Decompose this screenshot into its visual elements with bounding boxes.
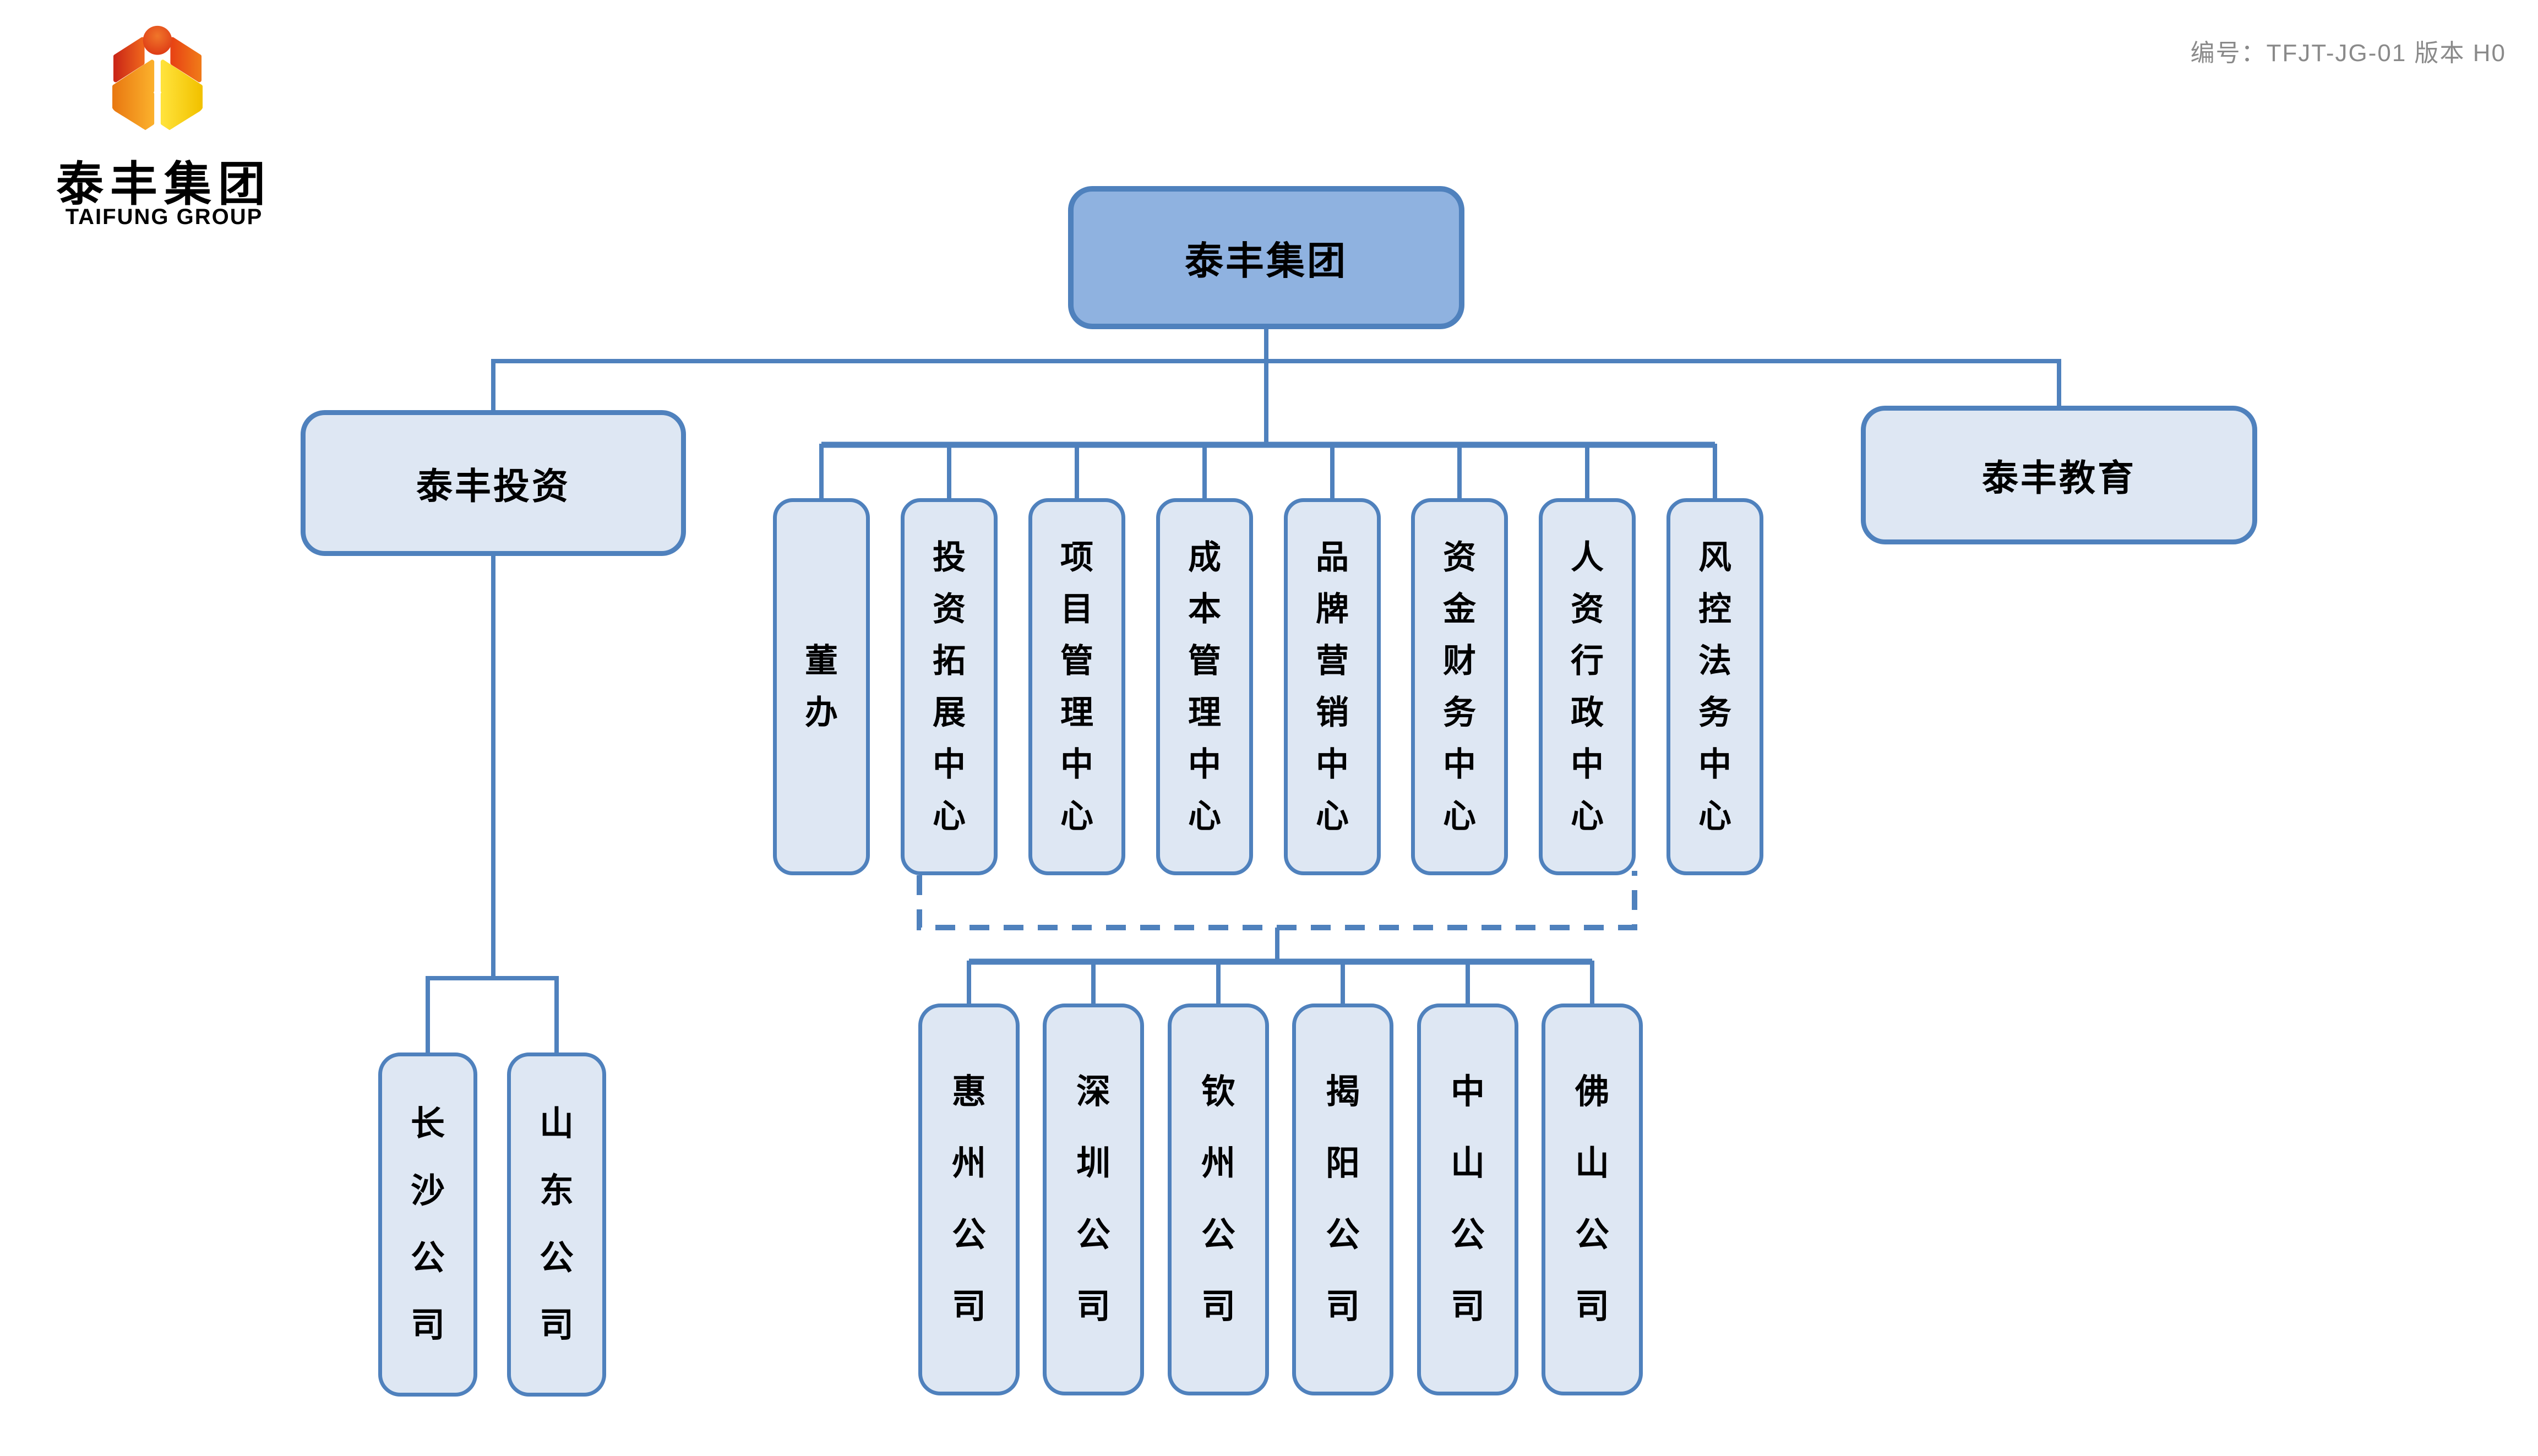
dept-node: 资金财务中心: [1411, 498, 1508, 875]
node-label: 成本管理中心: [1188, 538, 1221, 835]
dept-node: 董办: [773, 498, 870, 875]
node-label: 泰丰投资: [416, 465, 570, 506]
invest-children-rail-line: [426, 976, 559, 1053]
dept-node: 投资拓展中心: [901, 498, 998, 875]
logo-name-cn: 泰丰集团: [56, 158, 272, 211]
company-node: 深圳公司: [1043, 1004, 1144, 1395]
company-node: 揭阳公司: [1292, 1004, 1393, 1395]
branch-node-invest: 泰丰投资: [301, 410, 686, 556]
dept-node: 人资行政中心: [1539, 498, 1636, 875]
branch-node-education: 泰丰教育: [1861, 406, 2257, 544]
node-label: 项目管理中心: [1060, 538, 1093, 835]
node-label: 揭阳公司: [1325, 1073, 1360, 1326]
company-node: 钦州公司: [1168, 1004, 1269, 1395]
node-label: 钦州公司: [1201, 1073, 1235, 1326]
company-node: 长沙公司: [378, 1053, 477, 1397]
node-label: 风控法务中心: [1698, 538, 1731, 835]
company-node: 山东公司: [507, 1053, 606, 1397]
node-label: 佛山公司: [1575, 1073, 1609, 1326]
taifung-logo-icon: [112, 25, 203, 137]
node-label: 山东公司: [539, 1104, 574, 1344]
node-label: 惠州公司: [951, 1073, 986, 1326]
dashed-bracket-line: [917, 871, 1637, 930]
dept-node: 品牌营销中心: [1284, 498, 1381, 875]
root-node: 泰丰集团: [1068, 186, 1464, 329]
company-node: 佛山公司: [1542, 1004, 1643, 1395]
dept-node: 风控法务中心: [1666, 498, 1763, 875]
node-label: 董办: [805, 642, 838, 731]
level1-rail-line: [491, 359, 2061, 410]
dept-node: 项目管理中心: [1028, 498, 1125, 875]
logo-name-en: TAIFUNG GROUP: [65, 205, 263, 229]
node-label: 中山公司: [1450, 1073, 1485, 1326]
doc-number: 编号：TFJT-JG-01 版本 H0: [2190, 40, 2506, 67]
node-label: 泰丰集团: [1185, 239, 1348, 282]
node-label: 长沙公司: [410, 1104, 445, 1344]
node-label: 泰丰教育: [1982, 457, 2136, 498]
node-label: 人资行政中心: [1571, 538, 1604, 835]
node-label: 资金财务中心: [1443, 538, 1476, 835]
node-label: 投资拓展中心: [933, 538, 966, 835]
node-label: 深圳公司: [1076, 1073, 1110, 1326]
node-label: 品牌营销中心: [1316, 538, 1349, 835]
company-node: 惠州公司: [918, 1004, 1020, 1395]
dept-node: 成本管理中心: [1156, 498, 1253, 875]
company-node: 中山公司: [1417, 1004, 1518, 1395]
company-logo: 泰丰集团 TAIFUNG GROUP: [26, 17, 302, 253]
